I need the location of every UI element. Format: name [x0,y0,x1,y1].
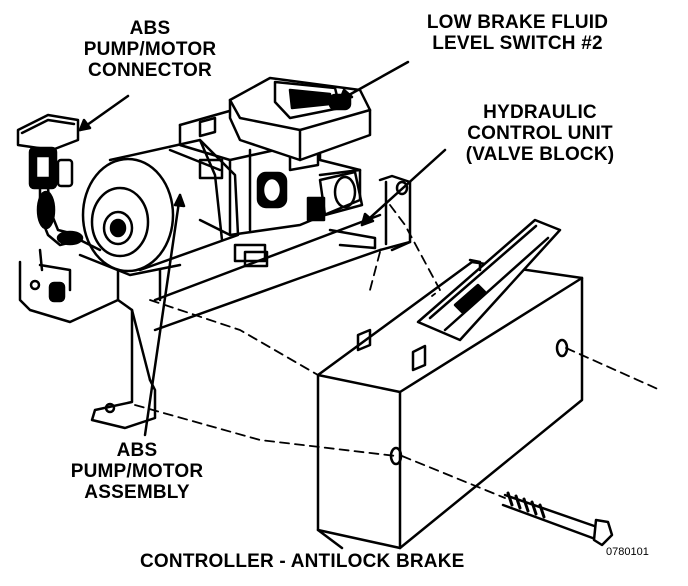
assembly-dashed-lines [134,204,661,499]
controller-module [316,218,584,550]
label-line: CONNECTOR [88,60,212,81]
label-line: HYDRAULIC [483,102,597,123]
pump-motor [78,138,269,302]
label-controller-antilock-brake: CONTROLLER - ANTILOCK BRAKE [140,551,465,572]
label-line: ABS [129,18,171,39]
label-low-brake-fluid-level-switch: LOW BRAKE FLUID LEVEL SWITCH #2 [410,12,625,54]
label-line: ASSEMBLY [84,482,190,503]
label-line: PUMP/MOTOR [83,39,217,60]
mounting-bolt [501,491,614,547]
outlet-fittings [306,170,377,250]
label-line: ABS [116,440,158,461]
fluid-reservoir [228,76,372,162]
label-hydraulic-control-unit: HYDRAULIC CONTROL UNIT (VALVE BLOCK) [440,102,640,165]
label-line: LOW BRAKE FLUID [426,12,609,33]
leader-lines [78,60,447,550]
label-abs-pump-motor-connector: ABS PUMP/MOTOR CONNECTOR [70,18,230,81]
abs-connector [16,113,102,303]
label-line: LEVEL SWITCH #2 [432,33,603,54]
label-line: (VALVE BLOCK) [465,144,615,165]
figure-code: 0780101 [606,546,649,558]
label-abs-pump-motor-assembly: ABS PUMP/MOTOR ASSEMBLY [62,440,212,503]
label-line: PUMP/MOTOR [70,461,204,482]
label-line: CONTROL UNIT [467,123,613,144]
